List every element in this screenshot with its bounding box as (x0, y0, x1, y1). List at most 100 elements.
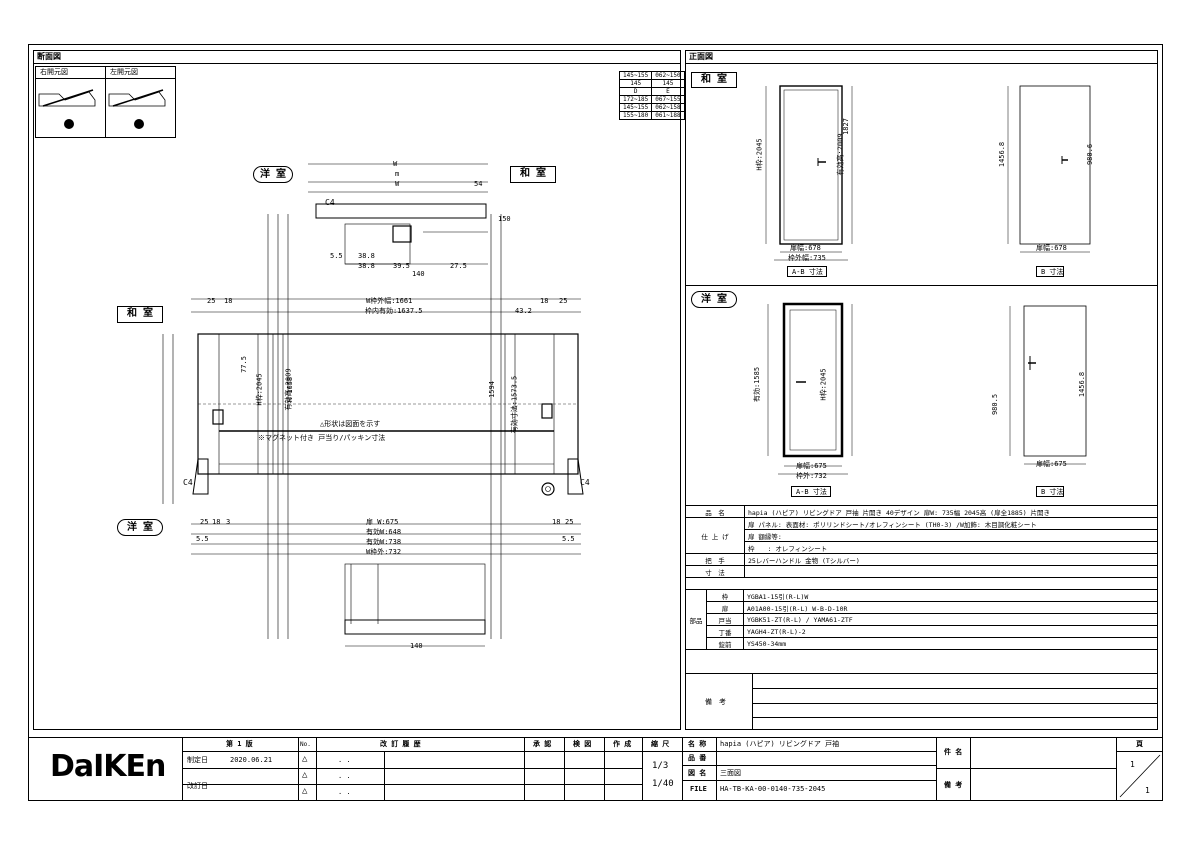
hinge-right-label: 右開元図 (40, 68, 68, 76)
title-block (28, 737, 1163, 801)
tb-vline-1 (182, 737, 183, 801)
file-label: FILE (690, 785, 707, 793)
spec-val-4: 25レバーハンドル 金物 (Tシルバー) (744, 553, 1158, 566)
elevation-title-rule (685, 63, 1158, 64)
dim-width-18b: 18 (540, 297, 549, 305)
tb-vline-5 (524, 737, 525, 801)
elev-washitsu-door-back (1007, 85, 1091, 253)
check-label: 検 図 (573, 740, 592, 748)
elev-y-caption2-text: B 寸法 (1041, 488, 1064, 496)
dim-vert-6: 有効寸法:1573.5 (510, 375, 519, 434)
elev-w-dim-h: H枠:2045 (755, 138, 764, 171)
elev-w-dim-door: 扉幅:678 (790, 244, 821, 252)
parts-key-1: 扉 (706, 601, 744, 614)
dim-top-4: 150 (498, 215, 511, 223)
remarks-divider (752, 673, 753, 730)
scale-value-2: 1/40 (652, 779, 674, 789)
rev-date-2: . . (338, 772, 351, 780)
dim-note-2: ※マグネット付き 戸当り/パッキン寸法 (258, 434, 386, 442)
rev-date-1: . . (338, 756, 351, 764)
page-number: 1 (1130, 760, 1135, 769)
tb-vline-10 (716, 737, 717, 801)
rev-mark-2: △ (302, 770, 308, 780)
remarks-line-1 (752, 688, 1158, 689)
parts-group: 部品 (685, 589, 707, 650)
dim-mid-4: 140 (412, 270, 425, 278)
parts-val-4: YS450-34mm (743, 637, 1158, 650)
dim-note-1: △形状は図面を示す (320, 420, 381, 428)
elev-y-dim-eff: 有効:1585 (753, 366, 762, 403)
hinge-left-label: 左開元図 (110, 68, 138, 76)
elev-w-caption2: B 寸法 (1036, 266, 1064, 277)
parts-val-1: A01A00-15引(R-L) W-B-D-10R (743, 601, 1158, 614)
tb-vline-6 (564, 737, 565, 801)
drawing-label: 図 名 (688, 769, 707, 777)
size-table-cell: 061~188 (651, 111, 685, 120)
tb-hline-5 (682, 765, 936, 766)
dim-c4-left: C4 (183, 478, 193, 487)
dim-width-25a: 25 (207, 297, 216, 305)
customer-label: 件 名 (944, 748, 963, 756)
created-label: 制定日 (187, 756, 208, 764)
tb-vline-12 (970, 737, 971, 801)
tb-hline-7 (936, 768, 1116, 769)
dim-width-43: 43.2 (515, 307, 532, 315)
dim-mid-7: 5.5 (330, 252, 343, 260)
dim-vert-0: 77.5 (239, 356, 248, 373)
hinge-legend-rule (35, 78, 176, 79)
dim-mid-1: 38.8 (358, 262, 375, 270)
rev-mark-header: No. (300, 741, 311, 748)
rev-mark-1: △ (302, 754, 308, 764)
dim-bottom-3a: 3 (226, 518, 231, 526)
elev-youshitsu-title: 洋 室 (691, 291, 737, 308)
dim-bottom-eff2: 有効W:738 (366, 538, 402, 546)
parts-key-3: 丁番 (706, 625, 744, 638)
hinge-swing-diagram (38, 89, 166, 129)
rev-date-3: . . (338, 788, 351, 796)
dim-vert-1: H枠:2045 (255, 373, 264, 406)
remarks-label: 備 考 (705, 698, 726, 706)
draw-label: 作 成 (613, 740, 632, 748)
tb-hline-1 (182, 751, 682, 752)
elev-w-caption2-text: B 寸法 (1041, 268, 1064, 276)
dim-bottom-25a: 25 (200, 518, 209, 526)
section-title-rule (33, 63, 681, 64)
dim-bottom-18b: 18 (552, 518, 561, 526)
room-label-washitsu-top: 和 室 (510, 166, 556, 183)
remarks-box (685, 673, 1158, 730)
scale-label: 縮 尺 (651, 740, 670, 748)
dim-width-inner: 枠内有効:1637.5 (365, 307, 423, 315)
parts-key-2: 戸当 (706, 613, 744, 626)
tb-hline-6 (682, 780, 936, 781)
elev-w2-dim-door: 扉幅:678 (1036, 244, 1067, 252)
elev-y-caption1: A-B 寸法 (791, 486, 831, 497)
elev-w-dim-outer: 枠外幅:735 (788, 254, 826, 262)
spec-row-finish-3: 枠 : オレフィンシート (686, 541, 1158, 554)
name-label: 名 称 (688, 740, 707, 748)
file-value: HA-TB-KA-00-0140-735-2045 (720, 785, 826, 793)
created-value: 2020.06.21 (230, 756, 273, 764)
dim-width-outer: W枠外幅:1661 (366, 297, 413, 305)
hinge-legend-divider (105, 66, 106, 138)
dim-top-2: W (395, 180, 400, 188)
elev-youshitsu-door (767, 302, 853, 475)
room-label-youshitsu-bottom: 洋 室 (117, 519, 163, 536)
remarks-line-2 (752, 703, 1158, 704)
tb-hline-2 (182, 768, 642, 769)
dim-sill-140: 140 (410, 642, 423, 650)
spec-val-2: 扉 額縁等: (744, 529, 1158, 542)
elev-w-dim-1827: 1827 (841, 118, 850, 135)
spec-val-1: 扉 パネル: 表面材: ポリリンドシート/オレフィンシート (TH0-3) /W… (744, 517, 1158, 530)
parts-key-0: 枠 (706, 589, 744, 602)
tb-vline-9 (682, 737, 683, 801)
section-drawing (162, 163, 584, 647)
elevation-view-title: 正面図 (689, 52, 713, 61)
